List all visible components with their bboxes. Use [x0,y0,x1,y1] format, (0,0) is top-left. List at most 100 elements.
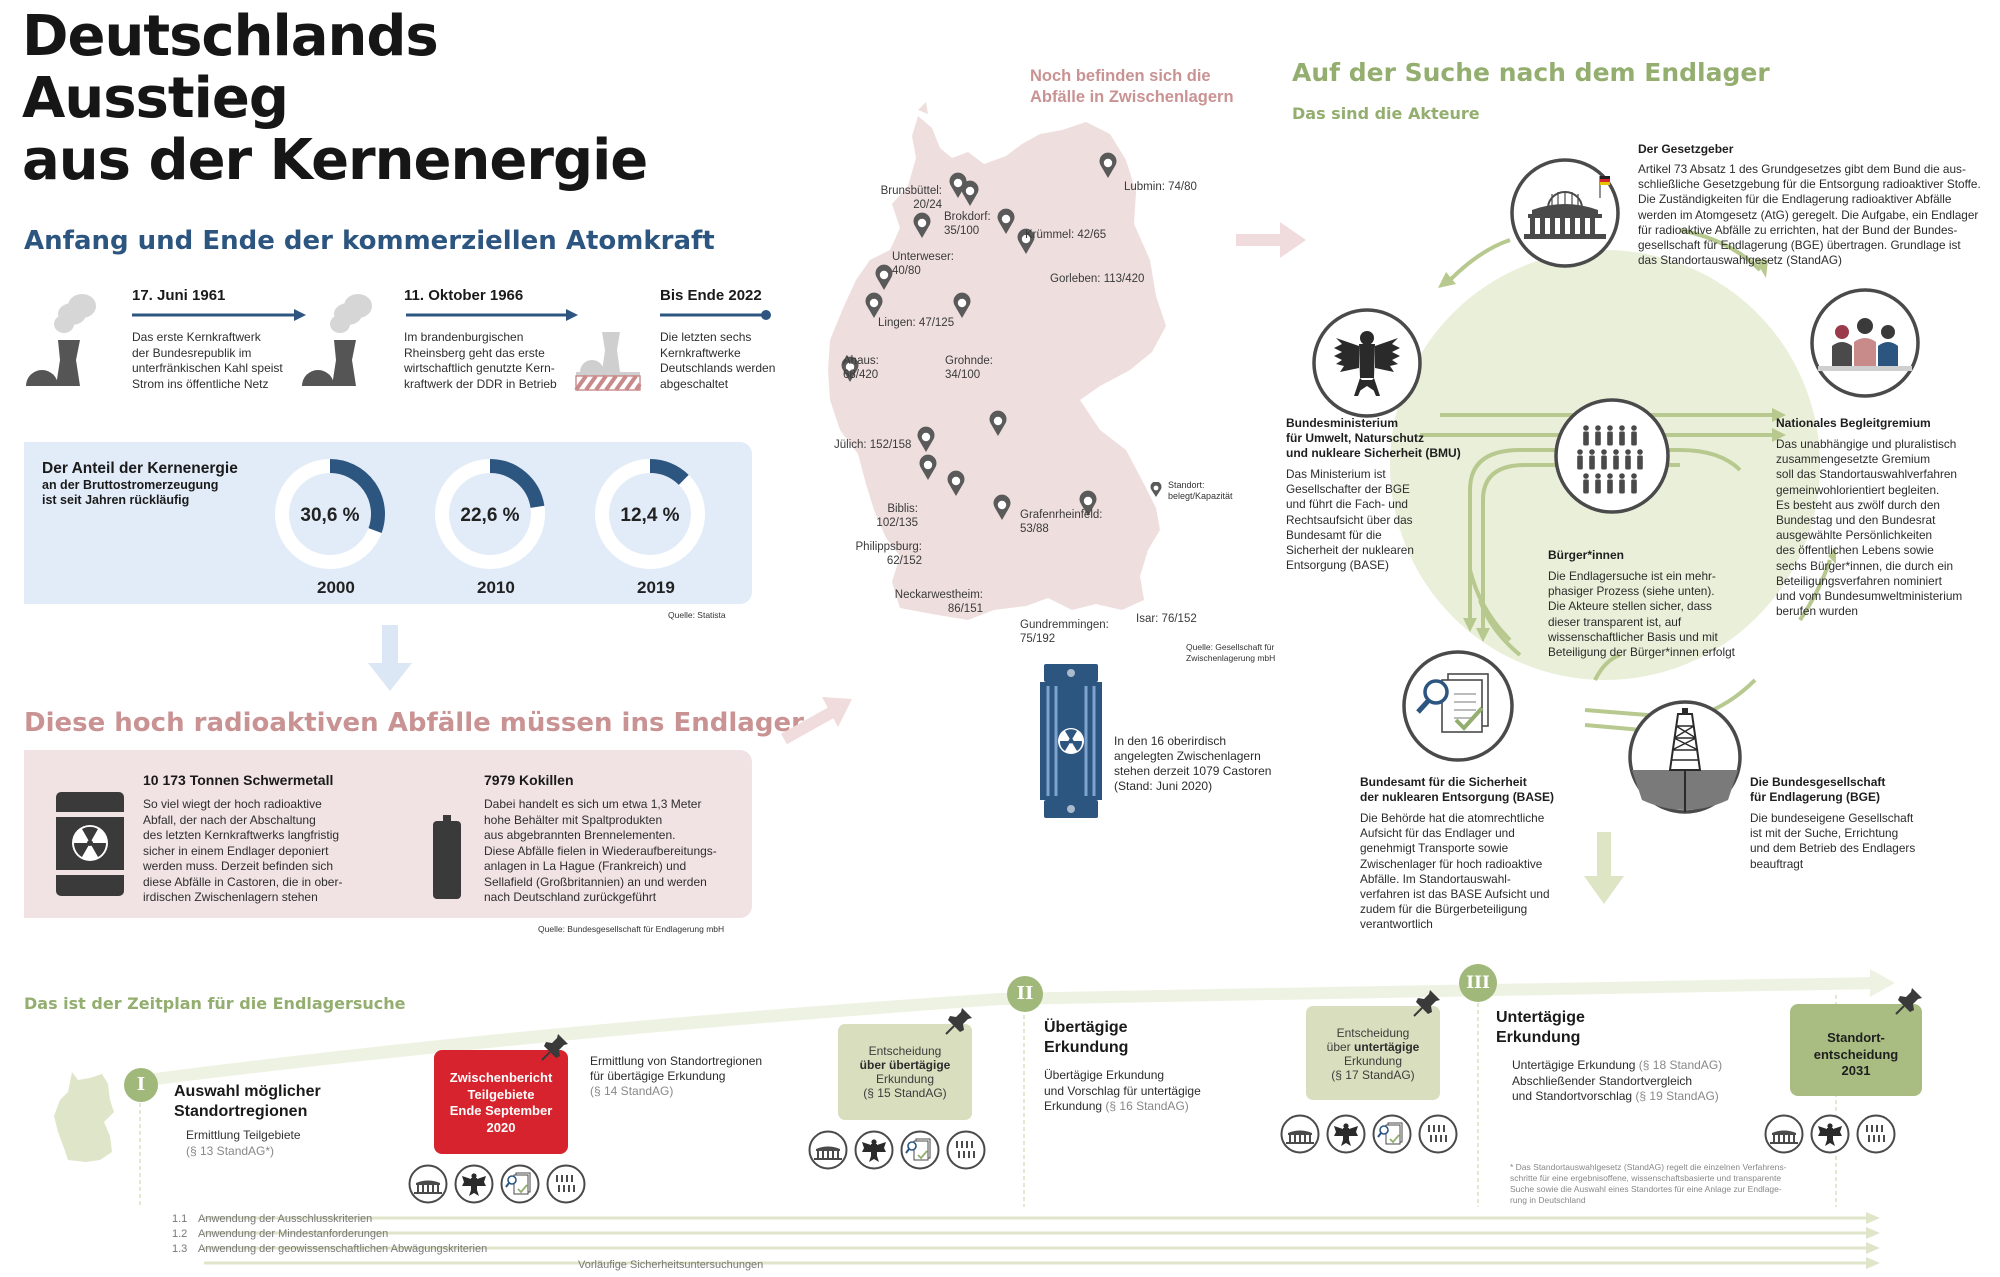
text-line: Untertägige Erkundung [1512,1058,1636,1072]
title-line: Auswahl möglicher [174,1083,321,1100]
box-line: Standort- [1827,1030,1885,1045]
donut-label: 12,4 % [620,505,679,526]
actors-subheading: Das sind die Akteure [1292,104,1480,123]
site-name: Philippsburg: [855,541,922,553]
event-1961: 17. Juni 1961 Das erste Kernkraftwerk de… [132,287,312,392]
germany-mini-map-icon [54,1072,114,1162]
text-line: Ermittlung von Standortregionen [590,1054,763,1068]
event-text-line: Die letzten sechs [660,330,752,344]
site-label-juelich: Jülich: 152/158 [834,438,911,452]
phase-numeral: I [136,1074,146,1095]
title-line: für Umwelt, Naturschutz [1286,431,1425,445]
share-title-text: Der Anteil der Kernenergie [42,460,238,477]
site-name: Unterweser: [892,251,954,263]
bundestag-icon [808,1130,848,1175]
text-line: des öffentlichen Lebens sowie [1776,543,1934,558]
box-line: (§ 17 StandAG) [1331,1068,1415,1082]
site-label-isar: Isar: 76/152 [1136,612,1197,626]
phase-text: Übertägige Erkundung und Vorschlag für u… [1044,1068,1244,1115]
map-markers [841,152,1117,520]
castor-container-icon [1040,664,1102,818]
box-line: 2031 [1841,1063,1871,1078]
box-line: entscheidung [1813,1046,1899,1062]
site-value: 20/24 [913,199,942,211]
actor-text: Die bundeseigene Gesellschaft ist mit de… [1750,811,1970,872]
kokillen-info: 7979 Kokillen Dabei handelt es sich um e… [484,772,744,906]
criteria-num: 1.2 [172,1228,188,1240]
text-line: Das unabhängige und pluralistisch [1776,437,1957,451]
site-label-grafenrheinfeld: Grafenrheinfeld:53/88 [1020,508,1102,536]
actor-text: Die Endlagersuche ist ein mehr- phasiger… [1548,569,1758,660]
actor-icon-row [1280,1114,1458,1159]
phase-2-marker: II [1007,976,1043,1012]
event-text-line: Im brandenburgischen [404,330,524,344]
actor-title: Bundesministerium für Umwelt, Naturschut… [1286,416,1486,461]
phase-law: (§ 14 StandAG) [590,1084,674,1098]
box-line: Teilgebiete [467,1086,535,1102]
site-name: Biblis: [887,503,918,515]
actor-base: Bundesamt für die Sicherheit der nuklear… [1360,775,1600,933]
site-value: 40/80 [892,265,921,277]
actor-icon-row [808,1130,986,1175]
title-line: der nuklearen Entsorgung (BASE) [1360,790,1555,804]
text-line: Bundestag und den Bundesrat [1776,513,1936,528]
actor-nbg: Nationales Begleitgremium Das unabhängig… [1776,416,1996,619]
legend-line: belegt/Kapazität [1168,491,1233,501]
location-pin-icon [917,426,935,452]
site-value: 102/135 [876,517,918,529]
phase-title: Untertägige Erkundung [1496,1008,1756,1048]
phase-title: Übertägige Erkundung [1044,1018,1244,1058]
phase-3-block: Untertägige Erkundung Untertägige Erkund… [1496,1008,1756,1105]
text-line: Abfälle. Im Standortauswahl- [1360,871,1511,886]
event-date: 11. Oktober 1966 [404,287,524,304]
text-line: werden im Atomgesetz (AtG) geregelt. Die… [1638,207,1979,222]
map-legend: Standort:belegt/Kapazität [1168,480,1233,502]
text-line: Dabei handelt es sich um etwa 1,3 Meter [484,797,702,811]
phase-sub: Ermittlung Teilgebiete [186,1128,301,1142]
box-line: Ende September [449,1103,553,1118]
pin-icon [1895,988,1922,1015]
people-crowd-icon [546,1164,586,1209]
text-line: soll das Standortauswahlverfahren [1776,467,1957,482]
site-label-gundremmingen: Gundremmingen:75/192 [1020,618,1109,646]
location-pin-icon [949,172,967,198]
site-value: 35/100 [944,225,980,237]
eagle-icon [1312,308,1422,418]
bundestag-icon [1764,1114,1804,1159]
metal-info: 10 173 Tonnen Schwermetall So viel wiegt… [143,772,393,906]
criteria-text: Anwendung der geowissenschaftlichen Abwä… [198,1243,488,1255]
timeline-arrows [132,309,771,321]
nuclear-plant-icon [302,294,372,386]
legend-line: Standort: [1168,480,1205,490]
site-name: Gundremmingen: [1020,619,1109,631]
actor-title: Die Bundesgesellschaft für Endlagerung (… [1750,775,1970,805]
phase-1-marker: I [124,1068,158,1102]
text-line: Abfall, der nach der Abschaltung [143,812,316,827]
location-pin-icon [1017,228,1035,254]
text-line: werden muss. Derzeit befinden sich [143,859,334,873]
phase-law: (§ 18 StandAG) [1638,1058,1723,1072]
text-line: Aufsicht für das Endlager und [1360,826,1515,841]
event-text-line: unterfränkischen Kahl speist [132,361,283,375]
title-line: Übertägige [1044,1019,1128,1036]
site-value: 53/88 [1020,523,1049,535]
source-line: Zwischenlagerung mbH [1186,652,1276,663]
arrow-diagonal-pink [781,697,852,745]
event-text-line: Das erste Kernkraftwerk [132,330,261,344]
location-pin-icon [953,292,971,318]
text-line: Gesellschafter der BGE [1286,482,1410,497]
map-title-line: Noch befinden sich die [1030,67,1211,85]
title-line: Untertägige [1496,1009,1585,1026]
donut-segment-2010 [489,459,545,509]
text-line: zudem für die Bürgerbeteiligung [1360,902,1528,917]
location-pin-icon [961,180,979,206]
actor-text: Das Ministerium ist Gesellschafter der B… [1286,467,1486,573]
site-name: Neckarwestheim: [894,589,983,601]
box-line: Erkundung [1343,1054,1403,1068]
section-heading-atomkraft: Anfang und Ende der kommerziellen Atomkr… [24,226,715,256]
phase-numeral: II [1016,983,1034,1004]
standag-footnote: * Das Standortauswahlgesetz (StandAG) re… [1510,1162,1786,1206]
